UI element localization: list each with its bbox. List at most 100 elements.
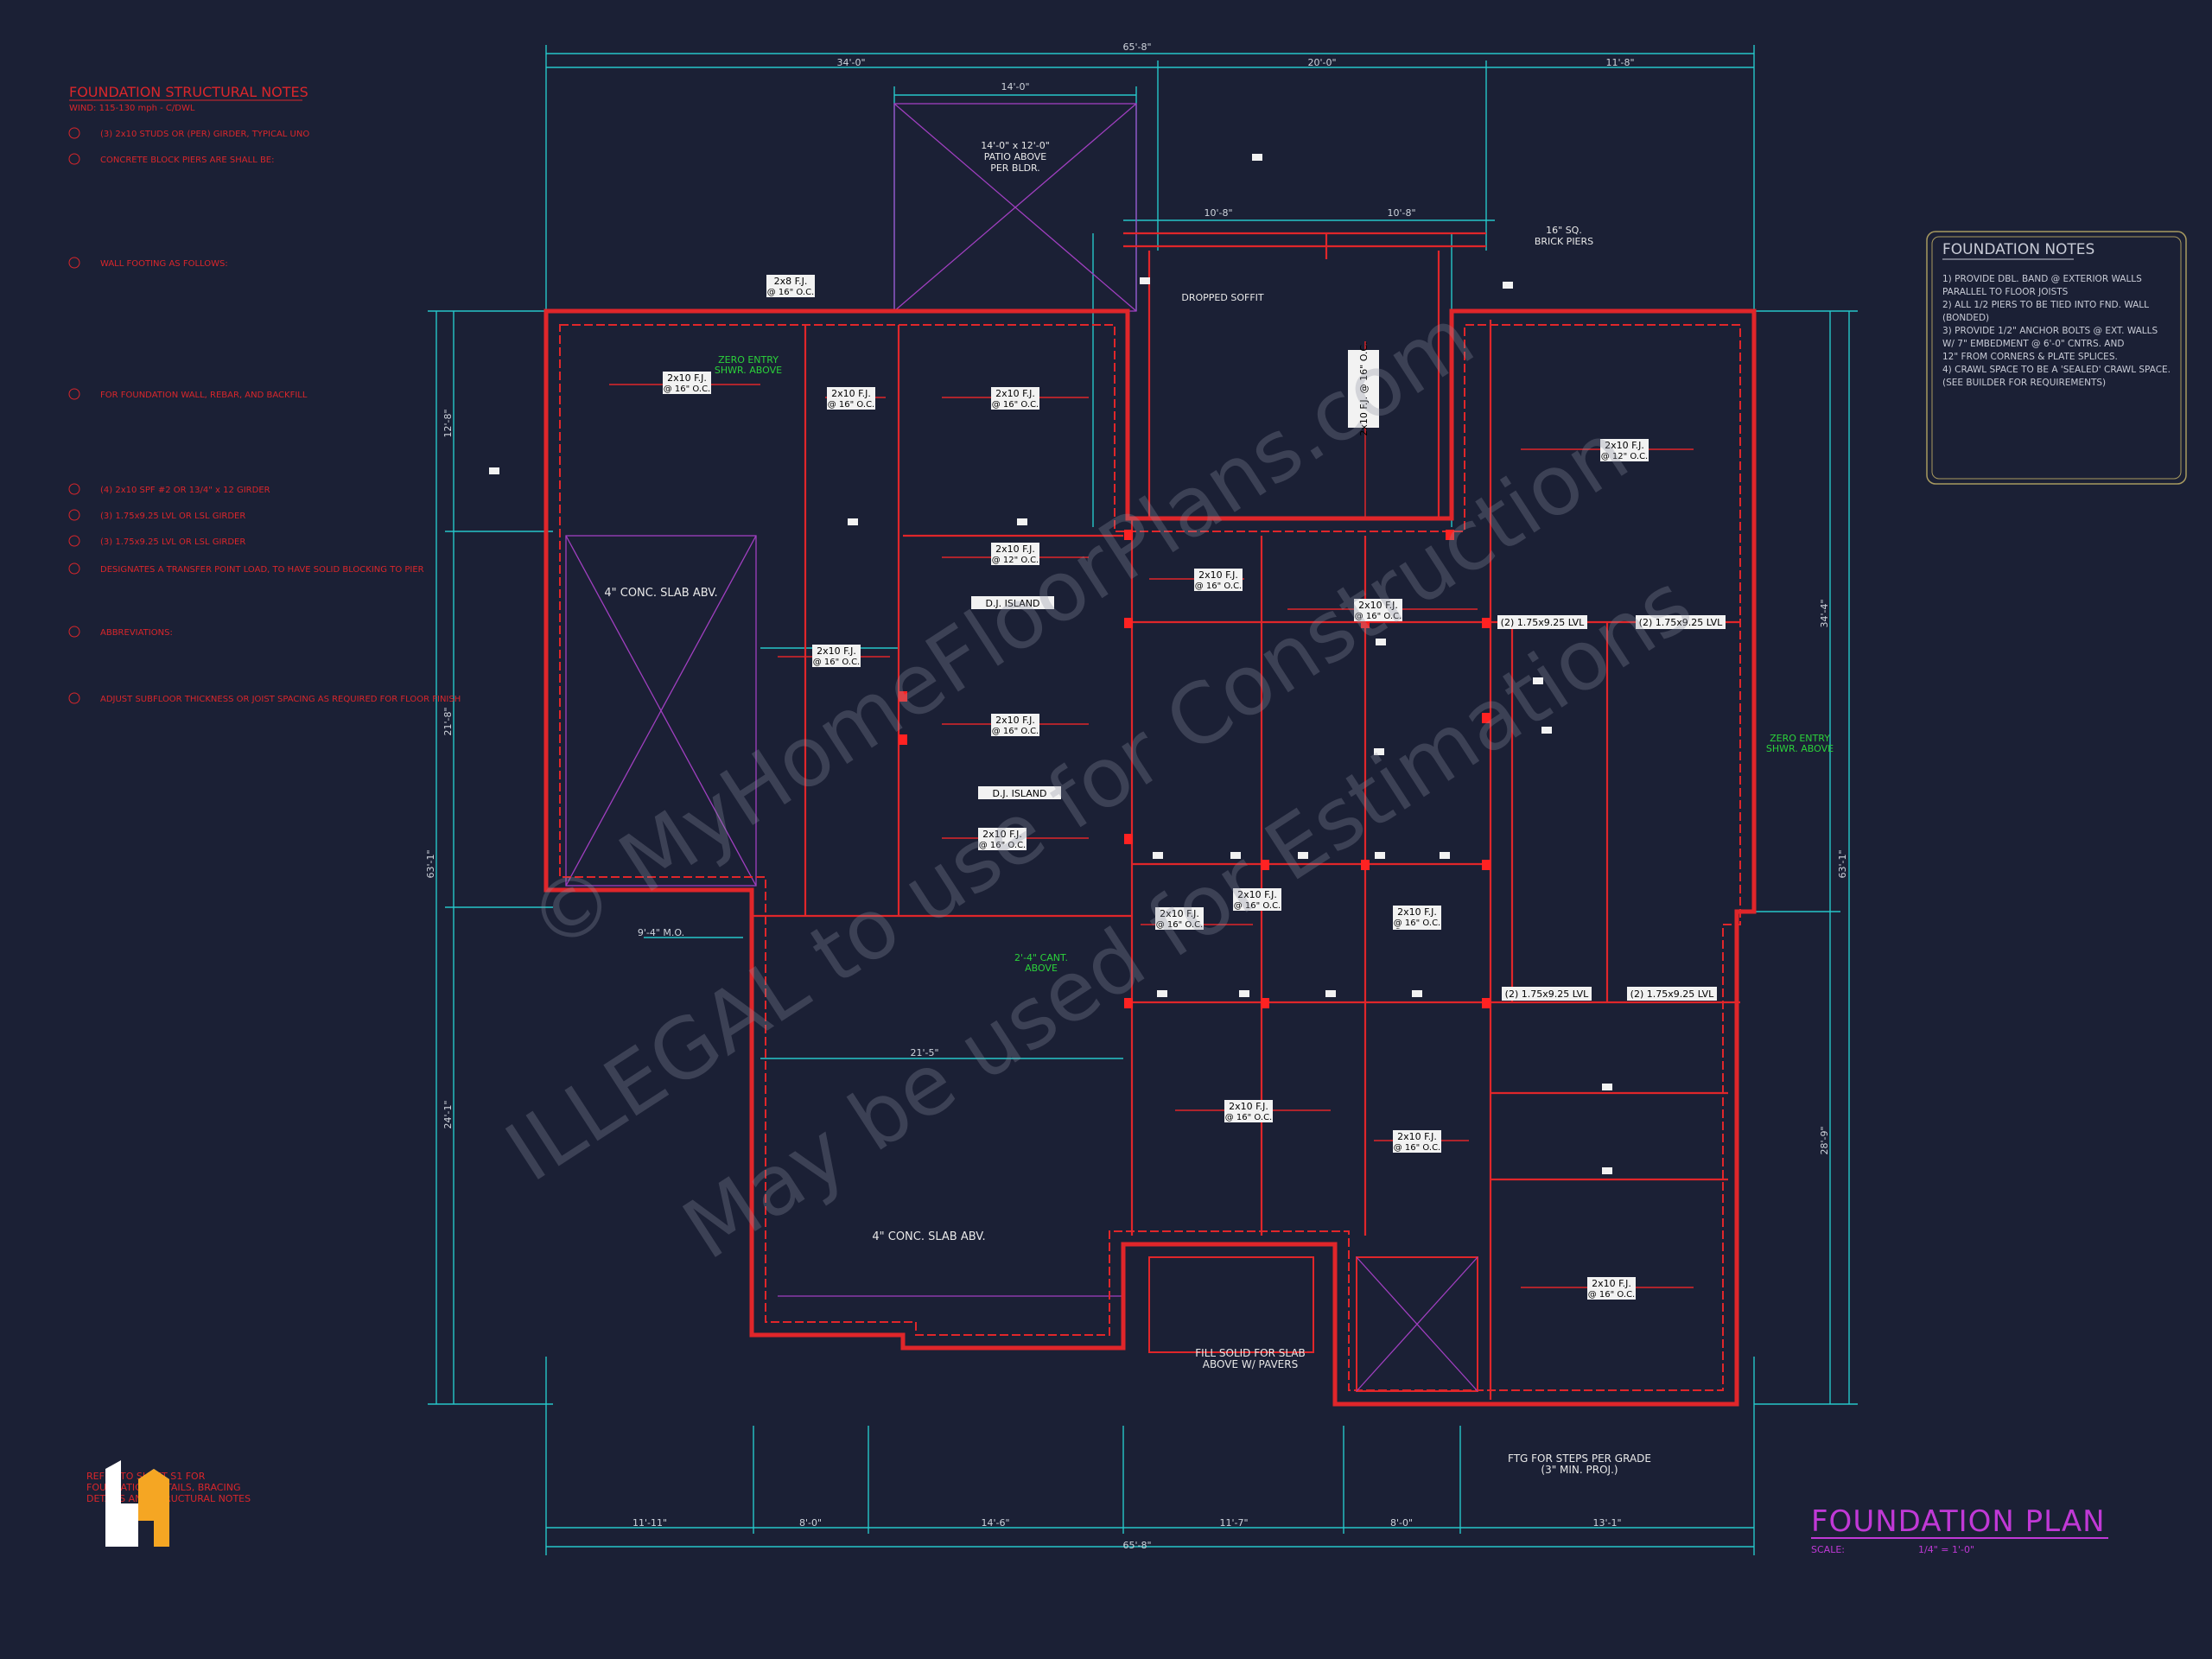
joist-spacing: @ 16" O.C.: [1355, 612, 1402, 621]
dim-inner-c: 21'-5": [910, 1047, 938, 1058]
marker-block: [1602, 1084, 1612, 1090]
lvl-label-bg: [1636, 615, 1726, 629]
slab-label-1: 4" CONC. SLAB ABV.: [604, 587, 717, 600]
note-number-marker: [68, 535, 80, 547]
joist-label-bg: [991, 387, 1039, 410]
joist-spacing: @ 16" O.C.: [767, 288, 815, 297]
note-number-marker: [68, 563, 80, 575]
joist-label: 2x10 F.J.: [817, 645, 856, 657]
marker-block: [1252, 154, 1262, 161]
dim-bottom-seg-1: 11'-11": [632, 1517, 667, 1529]
marker-block: [1541, 727, 1552, 734]
note-number-marker: [68, 483, 80, 495]
joist-spacing: @ 16" O.C.: [979, 841, 1027, 850]
joist-label: 2x10 F.J.: [995, 715, 1035, 726]
joist-label: 2x10 F.J.: [1160, 908, 1199, 919]
dim-patio-width: 14'-0": [1001, 81, 1029, 92]
dim-left-seg-3: 24'-1": [442, 1100, 454, 1128]
marker-block: [848, 518, 858, 525]
pier-block: [1261, 998, 1269, 1008]
dim-top-seg-2: 20'-0": [1307, 57, 1336, 68]
marker-block: [1157, 990, 1167, 997]
joist-label-bg: [1393, 906, 1441, 928]
dimension-labels: 65'-8" 34'-0" 20'-0" 11'-8" 14'-0" 65'-8…: [425, 41, 1848, 1551]
marker-block: [1140, 277, 1150, 284]
dim-top-seg-1: 34'-0": [836, 57, 865, 68]
island-label-bg: [971, 596, 1054, 609]
ftg-steps-line-2: (3" MIN. PROJ.): [1541, 1464, 1618, 1476]
slab-label-2: 4" CONC. SLAB ABV.: [872, 1230, 985, 1243]
joist-spacing: @ 16" O.C.: [1156, 920, 1204, 930]
structural-note-item: (3) 1.75x9.25 LVL OR LSL GIRDER: [100, 512, 245, 521]
dim-bottom-seg-4: 11'-7": [1219, 1517, 1248, 1529]
note-number-marker: [68, 153, 80, 165]
structural-note-item: FOR FOUNDATION WALL, REBAR, AND BACKFILL: [100, 391, 308, 400]
marker-block: [1374, 748, 1384, 755]
lvl-label-bg: [1497, 615, 1587, 629]
structural-note-item: (3) 2x10 STUDS OR (PER) GIRDER, TYPICAL …: [100, 130, 309, 139]
marker-blocks-group: [489, 154, 1612, 1174]
marker-block: [1230, 852, 1241, 859]
marker-block: [1503, 282, 1513, 289]
foundation-note-line: 1) PROVIDE DBL. BAND @ EXTERIOR WALLS: [1942, 274, 2142, 284]
joist-label: 2x10 F.J.: [995, 543, 1035, 555]
note-number-marker: [68, 626, 80, 638]
lvl-label-bg: [1502, 987, 1592, 1001]
fill-solid-line-2: ABOVE W/ PAVERS: [1203, 1358, 1298, 1370]
island-label: D.J. ISLAND: [992, 788, 1046, 799]
marker-block: [1440, 852, 1450, 859]
pier-block: [1361, 860, 1370, 870]
joist-label-bg: [1155, 907, 1204, 930]
lvl-label: (2) 1.75x9.25 LVL: [1505, 988, 1590, 1000]
foundation-note-line: PARALLEL TO FLOOR JOISTS: [1942, 287, 2069, 297]
foundation-note-line: 3) PROVIDE 1/2" ANCHOR BOLTS @ EXT. WALL…: [1942, 326, 2158, 336]
structural-note-item: ABBREVIATIONS:: [100, 628, 173, 638]
structural-note-item: DESIGNATES A TRANSFER POINT LOAD, TO HAV…: [100, 565, 424, 575]
joist-label-bg: [978, 828, 1027, 850]
note-number-marker: [68, 388, 80, 400]
joist-label-bg: [827, 387, 875, 410]
dim-bottom-seg-5: 8'-0": [1390, 1517, 1413, 1529]
joist-label: 2x10 F.J.: [995, 388, 1035, 399]
vertical-joist-text: 2x10 F.J. @ 16" O.C.: [1358, 341, 1370, 435]
island-label: D.J. ISLAND: [985, 598, 1039, 609]
dim-top-overall: 65'-8": [1122, 41, 1151, 53]
joist-spacing: @ 16" O.C.: [1195, 582, 1243, 591]
fill-solid-line-1: FILL SOLID FOR SLAB: [1195, 1347, 1306, 1359]
joist-label-bg: [1587, 1277, 1636, 1300]
structural-notes-subtitle: WIND: 115-130 mph - C/DWL: [69, 104, 195, 113]
marker-block: [1153, 852, 1163, 859]
structural-notes-title: FOUNDATION STRUCTURAL NOTES: [69, 84, 308, 100]
marker-block: [1298, 852, 1308, 859]
scale-value: 1/4" = 1'-0": [1918, 1544, 1974, 1555]
joist-spacing: @ 16" O.C.: [1588, 1290, 1636, 1300]
structural-note-item: WALL FOOTING AS FOLLOWS:: [100, 259, 228, 269]
lvl-label: (2) 1.75x9.25 LVL: [1501, 617, 1586, 628]
joist-label: 2x10 F.J.: [1592, 1278, 1631, 1289]
structural-note-item: CONCRETE BLOCK PIERS ARE SHALL BE:: [100, 156, 275, 165]
joist-spacing: @ 16" O.C.: [828, 400, 875, 410]
brand-logo: REFER TO SHEET S1 FOR FOUNDATION DETAILS…: [86, 1460, 251, 1547]
brick-piers-line-1: 16" SQ.: [1546, 225, 1582, 236]
marker-block: [1602, 1167, 1612, 1174]
joist-label: 2x10 F.J.: [982, 829, 1022, 840]
watermark: © MyHomeFloorPlans.com ILLEGAL to use fo…: [490, 289, 1708, 1278]
pier-block: [1361, 618, 1370, 628]
marker-block: [1325, 990, 1336, 997]
joist-spacing: @ 12" O.C.: [1601, 452, 1649, 461]
joist-label: 2x10 F.J.: [1358, 600, 1398, 611]
patio-line-1: 14'-0" x 12'-0": [981, 140, 1050, 151]
pier-block: [1482, 618, 1491, 628]
marker-block: [489, 467, 499, 474]
dim-inner-d: 9'-4" M.O.: [638, 927, 684, 938]
dim-right-overall: 63'-1": [1837, 849, 1848, 878]
foundation-note-line: W/ 7" EMBEDMENT @ 6'-0" CNTRS. AND: [1942, 339, 2124, 349]
marker-block: [1375, 852, 1385, 859]
cant-line-2: ABOVE: [1025, 963, 1058, 974]
zero-entry-right-1: ZERO ENTRY: [1770, 733, 1830, 744]
pier-block: [1482, 860, 1491, 870]
joist-spacing: @ 16" O.C.: [813, 658, 861, 667]
joist-label-bg: [766, 275, 815, 297]
